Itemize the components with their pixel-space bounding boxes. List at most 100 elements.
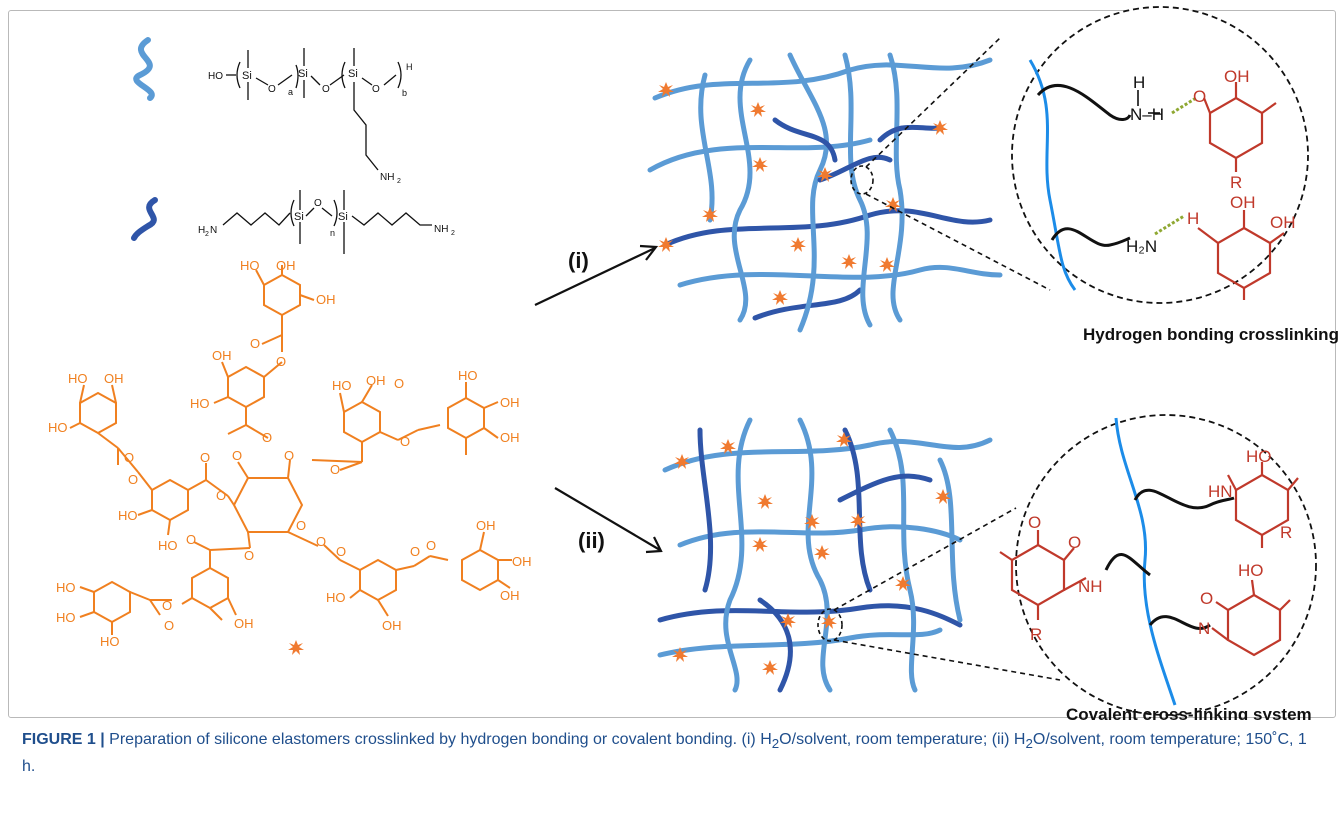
zu-o-h: O (1193, 87, 1206, 106)
ta-ho-6: HO (158, 538, 178, 553)
zl-o-3: O (1200, 589, 1213, 608)
ta-ho-12: HO (326, 590, 346, 605)
arrow-upper (534, 244, 659, 306)
legend-light-chain-squiggle (133, 37, 155, 101)
ta-o-14: O (400, 434, 410, 449)
caption-text-1: Preparation of silicone elastomers cross… (104, 731, 772, 748)
ta-o-9: O (284, 448, 294, 463)
ta-o-10: O (296, 518, 306, 533)
p1-sub-a: a (288, 87, 293, 97)
p1-ho: HO (208, 71, 223, 82)
caption-text-3: O/solvent, room temperature; 150˚C, 1 h. (22, 731, 1307, 776)
ta-oh-11: OH (512, 554, 532, 569)
zl-o-1: O (1028, 513, 1041, 532)
ta-ho-8: HO (458, 368, 478, 383)
ta-oh-9: OH (382, 618, 402, 633)
ta-oh-10: OH (476, 518, 496, 533)
ta-o-18: O (164, 618, 174, 633)
network-upper (647, 52, 1003, 333)
zl-o-2: O (1068, 533, 1081, 552)
zoom-lower-content (999, 417, 1299, 706)
ta-o-6: O (200, 450, 210, 465)
p1-nh2: NH (380, 172, 394, 183)
p1-nh2-sub: 2 (397, 178, 401, 185)
zl-nh: NH (1078, 577, 1103, 596)
p2-nh2-sub: 2 (451, 230, 455, 237)
ta-o-1: O (250, 336, 260, 351)
p1-o2: O (322, 84, 330, 95)
ta-ho-9: HO (56, 580, 76, 595)
ta-ho-2: HO (190, 396, 210, 411)
p2-h2n-n: N (210, 225, 217, 236)
ta-ho-11: HO (100, 634, 120, 649)
zl-r-2: R (1030, 625, 1042, 644)
figure-frame (8, 10, 1336, 718)
p2-o: O (314, 198, 322, 209)
ta-o-20: O (410, 544, 420, 559)
zoom-origin-lower (817, 608, 843, 642)
ta-o-15: O (186, 532, 196, 547)
ta-o-19: O (336, 544, 346, 559)
zoom-circle-lower (1015, 414, 1317, 716)
p1-si3: Si (348, 68, 358, 80)
ta-ho-7: HO (332, 378, 352, 393)
ta-oh-2: OH (316, 292, 336, 307)
zu-h: H (1133, 73, 1145, 92)
zu-oh-mid: OH (1230, 193, 1256, 212)
zl-ho-2: HO (1238, 561, 1264, 580)
caption-label: FIGURE 1 | (22, 731, 105, 748)
ta-o-4: O (124, 450, 134, 465)
ta-oh-1: OH (276, 258, 296, 273)
ta-o-7: O (216, 488, 226, 503)
zl-hn: HN (1208, 482, 1233, 501)
zoom-line-upper-2 (865, 193, 1051, 291)
ta-oh-8: OH (234, 616, 254, 631)
p2-nh2: NH (434, 224, 448, 235)
p2-si1: Si (294, 211, 304, 223)
caption-text-2: O/solvent, room temperature; (ii) H (779, 731, 1026, 748)
zoom-line-upper-1 (865, 37, 1001, 168)
ta-o-12: O (330, 462, 340, 477)
tannic-acid-structure (69, 265, 512, 635)
zoom-upper-content (1028, 59, 1285, 300)
p1-si1: Si (242, 70, 252, 82)
ta-oh-4: OH (104, 371, 124, 386)
ta-oh-6: OH (500, 395, 520, 410)
ta-oh-5: OH (366, 373, 386, 388)
p1-h: H (406, 62, 413, 72)
arrow-label-upper: (i) (568, 248, 589, 273)
zl-ho-1: HO (1246, 447, 1272, 466)
legend-dark-chain-squiggle (131, 197, 158, 241)
aminopropyl-terminated-pdms-structure (222, 190, 432, 254)
legend-crosslinker-marker (288, 640, 304, 655)
ta-o-13: O (394, 376, 404, 391)
ta-ho-10: HO (56, 610, 76, 625)
ta-o-2: O (276, 354, 286, 369)
zu-oh-right: OH (1270, 213, 1296, 232)
figure-caption: FIGURE 1 | Preparation of silicone elast… (22, 728, 1322, 778)
figure-diagram: HO Si O a Si O Si O b H NH 2 H 2 N Si O … (48, 6, 1344, 720)
p1-sub-b: b (402, 88, 407, 98)
zl-r-1: R (1280, 523, 1292, 542)
arrow-lower (554, 487, 663, 554)
zl-n: N (1198, 619, 1210, 638)
ta-ho-5: HO (118, 508, 138, 523)
ta-oh-7: OH (500, 430, 520, 445)
zu-oh-top: OH (1224, 67, 1250, 86)
zu-h: H (1187, 209, 1199, 228)
zu-r: R (1230, 173, 1242, 192)
ta-oh-3: OH (212, 348, 232, 363)
ta-ho-3: HO (68, 371, 88, 386)
caption-sub-1: 2 (771, 736, 780, 752)
zoom-line-lower-2 (833, 639, 1061, 681)
p1-o1: O (268, 84, 276, 95)
ta-oh-12: OH (500, 588, 520, 603)
label-covalent-system: Covalent cross-linking system (1066, 705, 1312, 720)
aminopropyl-silicone-structure (226, 48, 402, 171)
arrow-label-lower: (ii) (578, 528, 605, 553)
p2-si2: Si (338, 211, 348, 223)
zu-h2n: H₂N (1126, 237, 1157, 256)
p1-si2: Si (298, 68, 308, 80)
p2-h2n-h: H (198, 225, 205, 236)
network-lower (657, 417, 993, 693)
